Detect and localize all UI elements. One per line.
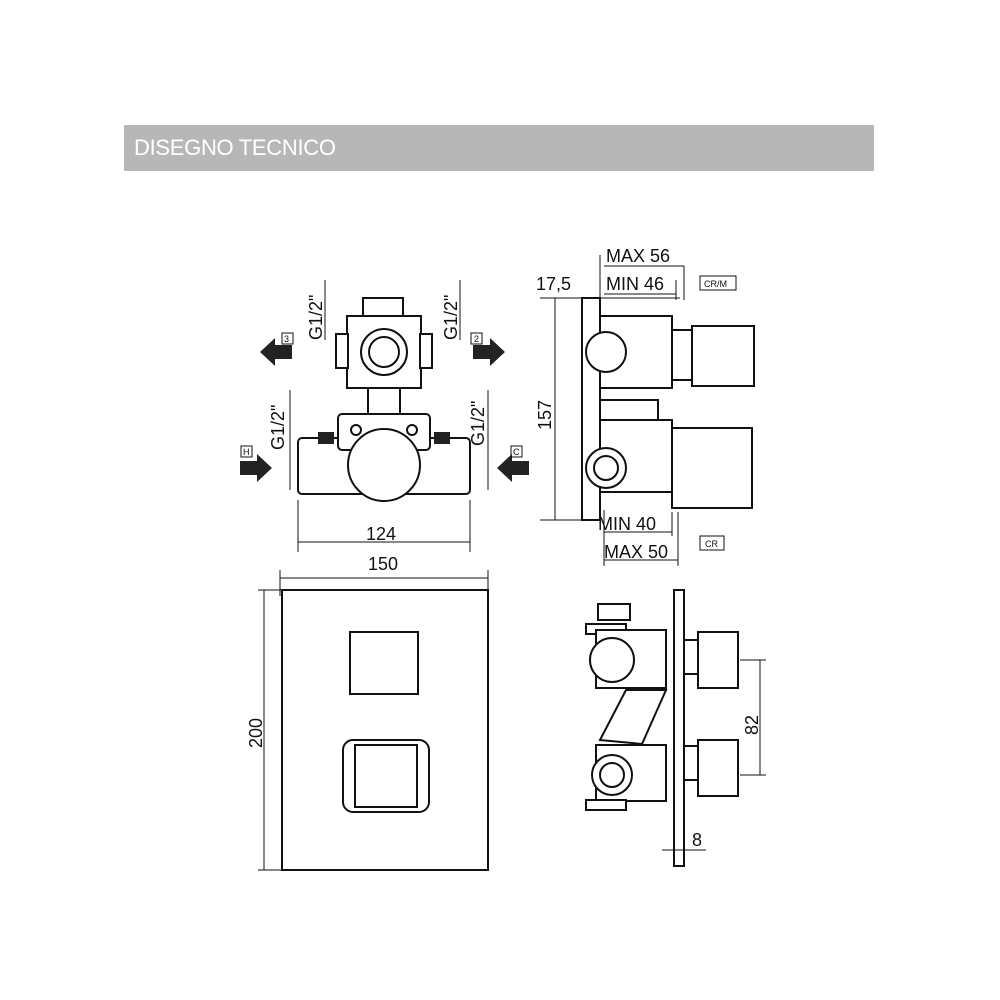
dim-max-50: MAX 50: [604, 542, 668, 562]
plate-view: 150 200: [246, 554, 489, 871]
header-bar: DISEGNO TECNICO: [124, 125, 874, 171]
dim-min-46: MIN 46: [606, 274, 664, 294]
front-view: 3 2 H C G1/2" G1/2" G1/2" G1/2" 124: [240, 280, 529, 552]
inlet-cold-arrow-icon: C: [497, 445, 529, 482]
thread-label-upper-left: G1/2": [306, 295, 326, 340]
installed-view: 82 8: [585, 589, 766, 867]
dim-200: 200: [246, 718, 266, 748]
port-label-c: C: [513, 447, 520, 457]
port-label-h: H: [243, 447, 250, 457]
dim-17-5: 17,5: [536, 274, 571, 294]
thread-label-lower-left: G1/2": [268, 405, 288, 450]
outlet-2-arrow-icon: 2: [470, 332, 505, 366]
finish-tag-cr-m: CR/M: [704, 279, 727, 289]
dim-max-56: MAX 56: [606, 246, 670, 266]
page-title: DISEGNO TECNICO: [134, 135, 336, 160]
dim-150: 150: [368, 554, 398, 574]
dim-min-40: MIN 40: [598, 514, 656, 534]
outlet-3-arrow-icon: 3: [260, 332, 294, 366]
port-label-2: 2: [474, 334, 479, 344]
thread-label-lower-right: G1/2": [468, 401, 488, 446]
dim-82: 82: [742, 715, 762, 735]
inlet-hot-arrow-icon: H: [240, 445, 272, 482]
finish-tag-cr: CR: [705, 539, 718, 549]
dim-124: 124: [366, 524, 396, 544]
thread-label-upper-right: G1/2": [441, 295, 461, 340]
side-view: MAX 56 MIN 46 17,5 CR/M 157 MIN 40 MAX 5…: [535, 246, 755, 566]
dim-157: 157: [535, 400, 555, 430]
dim-8: 8: [692, 830, 702, 850]
port-label-3: 3: [284, 334, 289, 344]
